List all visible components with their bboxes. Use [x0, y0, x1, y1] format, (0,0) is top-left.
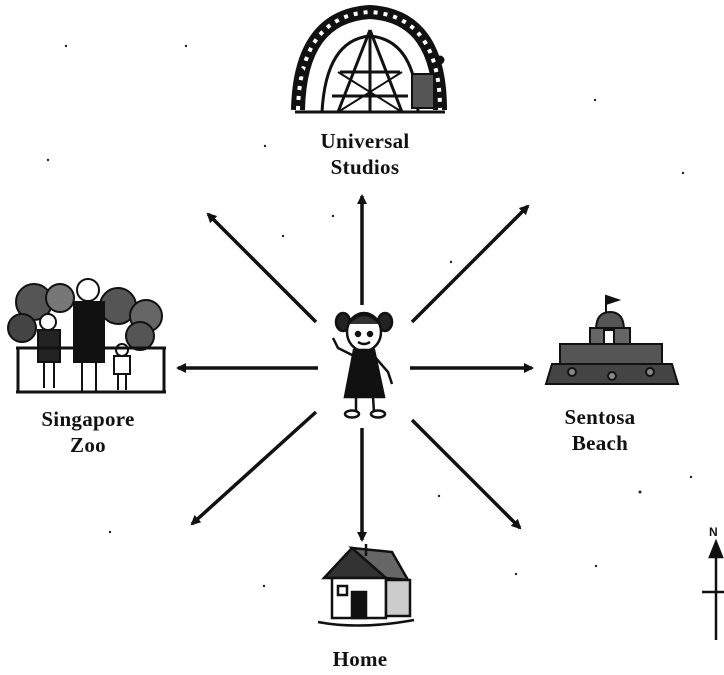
arrow-southeast — [410, 418, 522, 530]
universal-studios-icon — [291, 4, 447, 114]
label-universal-studios-line1: Universal — [320, 129, 410, 153]
label-universal-studios: Universal Studios — [290, 128, 440, 180]
singapore-zoo-icon — [7, 278, 166, 394]
label-sentosa-beach-line2: Beach — [571, 431, 629, 455]
label-home: Home — [300, 646, 420, 672]
home-icon — [317, 544, 415, 627]
girl-icon — [331, 311, 394, 419]
label-home-line1: Home — [332, 647, 388, 671]
direction-arrows — [176, 194, 534, 542]
label-sentosa-beach: Sentosa Beach — [535, 404, 665, 456]
label-singapore-zoo-line1: Singapore — [41, 407, 135, 431]
compass-arrow-icon — [702, 538, 724, 640]
label-universal-studios-line2: Studios — [330, 155, 400, 179]
label-singapore-zoo-line2: Zoo — [70, 433, 106, 457]
arrow-southwest — [190, 410, 318, 526]
sentosa-beach-icon — [544, 294, 680, 385]
label-singapore-zoo: Singapore Zoo — [18, 406, 158, 458]
arrow-northeast — [410, 204, 530, 324]
background-speckles — [46, 44, 693, 588]
arrow-northwest — [206, 212, 318, 324]
compass-north-letter: N — [709, 525, 718, 539]
label-sentosa-beach-line1: Sentosa — [564, 405, 636, 429]
